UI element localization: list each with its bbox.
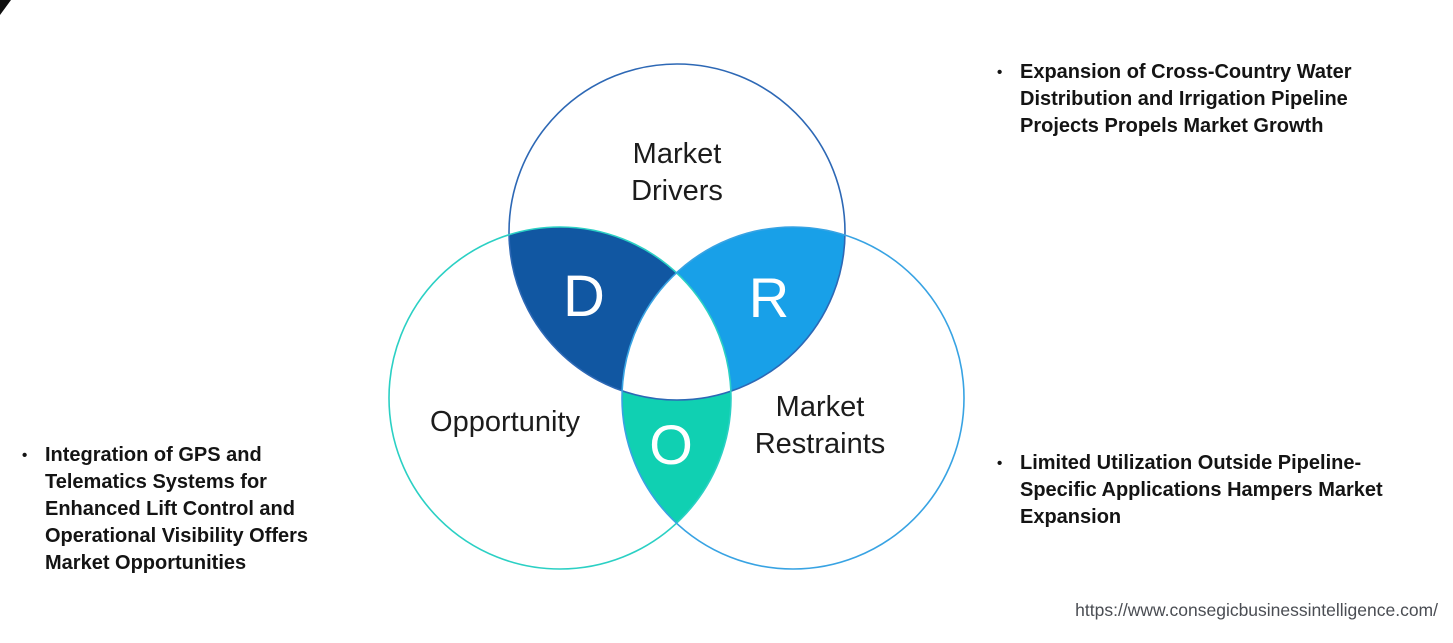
restraints-letter: R: [749, 266, 789, 329]
driver-bullet: • Expansion of Cross-Country Water Distr…: [997, 59, 1417, 140]
bullet-dot-icon: •: [997, 64, 1003, 81]
drivers-letter: D: [563, 264, 605, 329]
restraint-bullet: • Limited Utilization Outside Pipeline- …: [997, 450, 1437, 531]
bullet-dot-icon: •: [22, 447, 28, 464]
opportunity-bullet: • Integration of GPS and Telematics Syst…: [22, 442, 352, 577]
corner-artifact: [0, 0, 11, 15]
drivers-circle-outline: [508, 63, 846, 401]
bullet-dot-icon: •: [997, 455, 1003, 472]
source-url: https://www.consegicbusinessintelligence…: [1075, 600, 1438, 620]
opportunity-label: Opportunity: [430, 406, 580, 438]
opportunity-bullet-text: Integration of GPS and Telematics System…: [45, 444, 309, 574]
market-restraints-label: Market Restraints: [754, 391, 886, 460]
opportunity-circle-outline: [388, 226, 732, 570]
driver-bullet-text: Expansion of Cross-Country Water Distrib…: [1020, 61, 1352, 137]
restraints-circle-outline: [621, 226, 965, 570]
market-drivers-label: Market Drivers: [631, 138, 723, 207]
restraint-bullet-text: Limited Utilization Outside Pipeline- Sp…: [1020, 452, 1383, 528]
opportunity-letter: O: [649, 413, 693, 476]
